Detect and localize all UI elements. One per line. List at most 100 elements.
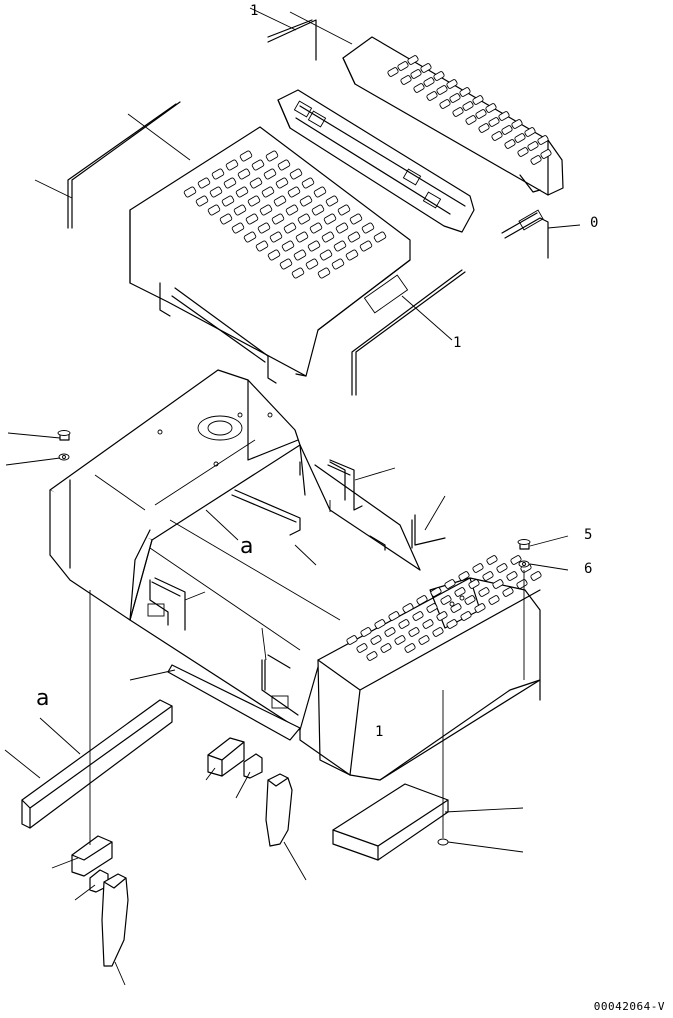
perforation-hole (418, 635, 430, 645)
perforation-hole (397, 61, 409, 71)
perforation-hole (432, 627, 444, 637)
perforation-hole (501, 125, 513, 135)
perforation-hole (346, 635, 358, 645)
perforation-hole (475, 109, 487, 119)
bracket-strip (277, 89, 475, 233)
perforation-hole (223, 177, 237, 189)
perforation-hole (281, 240, 295, 252)
foam-block-right (332, 783, 449, 861)
perforation-hole (295, 231, 309, 243)
perforation-hole (400, 75, 412, 85)
perforation-hole (433, 71, 445, 81)
perforation-hole (239, 150, 253, 162)
perforation-hole (370, 635, 382, 645)
perforation-hole (517, 147, 529, 157)
perforation-hole (311, 204, 325, 216)
perforation-hole (394, 635, 406, 645)
perforation-hole (458, 571, 470, 581)
perforation-hole (257, 222, 271, 234)
perforation-hole (195, 195, 209, 207)
perforation-hole (408, 627, 420, 637)
perforation-hole (498, 111, 510, 121)
perforation-hole (459, 87, 471, 97)
perforation-hole (380, 643, 392, 653)
perforation-hole (335, 222, 349, 234)
perforation-hole (359, 240, 373, 252)
perforation-hole (307, 240, 321, 252)
perforation-hole (486, 555, 498, 565)
perforation-hole (402, 603, 414, 613)
perforation-hole (440, 595, 452, 605)
drawing-code: 00042064-V (593, 1000, 665, 1013)
perforation-hole (530, 155, 542, 165)
perforation-hole (504, 139, 516, 149)
item-number-1: 1 (250, 3, 259, 19)
perforation-hole (221, 195, 235, 207)
perforation-hole (462, 101, 474, 111)
perforation-hole (249, 177, 263, 189)
leader-lines (4, 7, 581, 986)
perforation-hole (313, 186, 327, 198)
perforation-hole (259, 204, 273, 216)
perforation-hole (436, 611, 448, 621)
perforation-hole (511, 119, 523, 129)
perforation-hole (454, 587, 466, 597)
perforation-hole (492, 579, 504, 589)
perforation-hole (245, 213, 259, 225)
perforation-hole (325, 195, 339, 207)
perforation-hole (465, 115, 477, 125)
perforation-hole (255, 240, 269, 252)
foam-block-left (21, 699, 173, 829)
callout-a-left: a (36, 686, 50, 711)
perforation-hole (478, 123, 490, 133)
perforation-hole (275, 177, 289, 189)
perforation-hole (450, 603, 462, 613)
perforation-hole (423, 77, 435, 87)
perforation-hole (485, 103, 497, 113)
perforation-hole (460, 611, 472, 621)
long-seal-strip (167, 664, 301, 741)
item-number-1-mid: 1 (453, 335, 462, 351)
perforation-hole (478, 587, 490, 597)
perforation-hole (514, 133, 526, 143)
perforation-hole (388, 611, 400, 621)
perforation-hole (502, 587, 514, 597)
perforation-hole (398, 619, 410, 629)
item-number-6: 6 (584, 561, 593, 577)
perforation-hole (289, 168, 303, 180)
bolts-washers (57, 430, 531, 846)
perforation-hole (269, 231, 283, 243)
perforation-hole (407, 55, 419, 65)
perforation-hole (331, 258, 345, 270)
top-right-cover-panel (342, 36, 564, 196)
perforation-hole (207, 204, 221, 216)
perforation-hole (482, 571, 494, 581)
perforation-hole (349, 213, 363, 225)
perforation-hole (360, 627, 372, 637)
perforation-hole (323, 213, 337, 225)
perforation-hole (301, 177, 315, 189)
perforation-hole (209, 186, 223, 198)
perforation-hole (283, 222, 297, 234)
perforation-hole (472, 563, 484, 573)
callout-a-top: a (240, 534, 254, 559)
perforation-hole (356, 643, 368, 653)
perforation-hole (436, 85, 448, 95)
perforation-hole (524, 127, 536, 137)
small-pads (71, 737, 293, 967)
perforation-hole (309, 222, 323, 234)
perforation-hole (516, 579, 528, 589)
perforation-hole (474, 603, 486, 613)
perforation-hole (387, 67, 399, 77)
perforation-hole (472, 95, 484, 105)
perforation-hole (231, 222, 245, 234)
perforation-hole (345, 249, 359, 261)
perforation-hole (287, 186, 301, 198)
perforation-hole (488, 595, 500, 605)
perforation-hole (446, 619, 458, 629)
perforation-hole (537, 135, 549, 145)
perforation-hole (233, 204, 247, 216)
top-cover (129, 126, 411, 384)
perforation-hole (299, 195, 313, 207)
perforation-hole (430, 587, 442, 597)
